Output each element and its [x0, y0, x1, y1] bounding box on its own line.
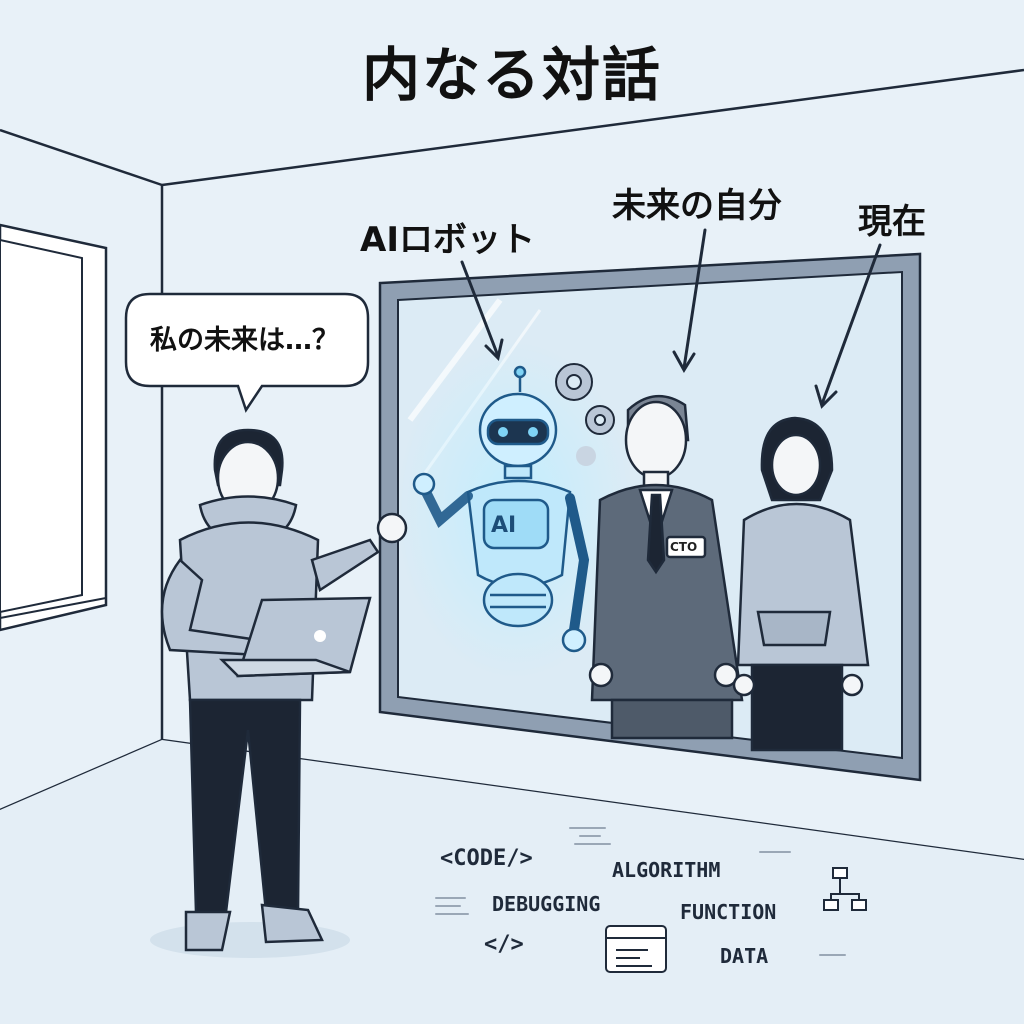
arrow-icon	[460, 228, 882, 409]
gear-icon	[555, 363, 615, 466]
keyword-function: FUNCTION	[680, 900, 777, 924]
ai-robot	[412, 365, 590, 653]
keyword-code: <CODE/>	[440, 846, 533, 871]
future-self	[588, 394, 744, 740]
speech-bubble-text: 私の未来は…？	[150, 325, 339, 356]
person-with-laptop	[150, 428, 408, 958]
label-present: 現在	[858, 202, 926, 242]
label-ai-robot: AIロボット	[360, 220, 535, 260]
flowchart-icon	[823, 867, 867, 911]
keyword-tag: </>	[484, 932, 524, 957]
keyword-data: DATA	[720, 944, 769, 968]
keyword-debugging: DEBUGGING	[492, 892, 601, 916]
name-badge: CTO	[670, 540, 698, 554]
present-self	[732, 416, 870, 752]
window	[0, 223, 108, 632]
label-future-self: 未来の自分	[612, 186, 782, 226]
speech-bubble	[124, 292, 370, 413]
apple-logo-icon	[314, 630, 326, 642]
code-window-icon	[605, 925, 667, 973]
page-title: 内なる対話	[361, 41, 662, 109]
robot-chest-label: AI	[491, 513, 517, 538]
decor-dashes	[435, 827, 846, 956]
keyword-algorithm: ALGORITHM	[612, 858, 721, 882]
